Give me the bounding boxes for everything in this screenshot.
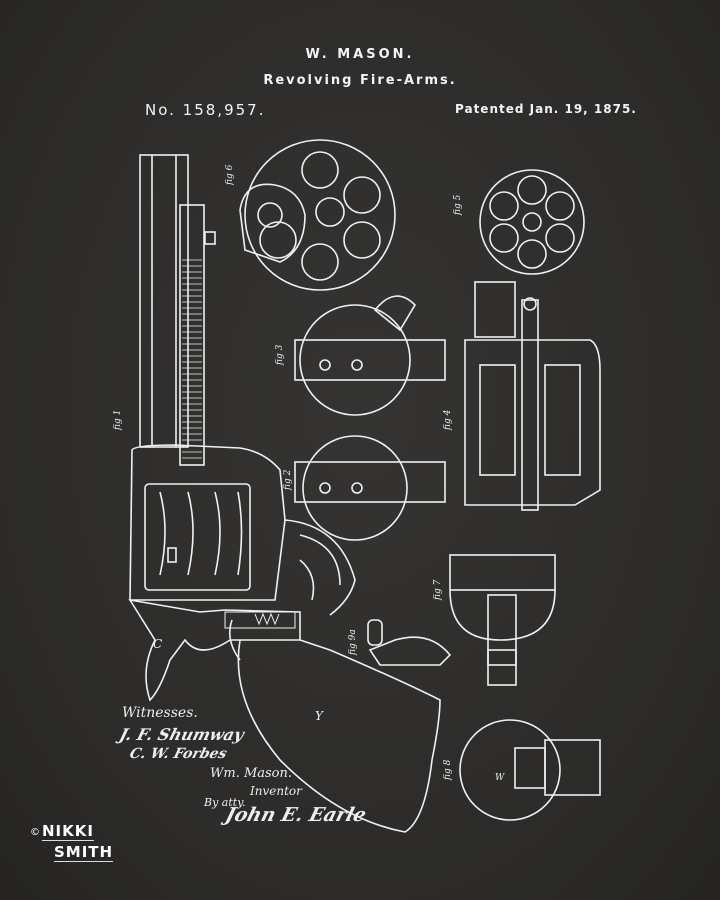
fig-7-label: fig 7 bbox=[433, 579, 443, 601]
by-attorney: By atty. bbox=[204, 796, 246, 809]
fig-6-label: fig 6 bbox=[225, 164, 235, 186]
fig-3-detail bbox=[294, 295, 446, 416]
patent-date: Patented Jan. 19, 1875. bbox=[455, 102, 637, 116]
fig-6-cylinder bbox=[239, 139, 396, 291]
witness-1-signature: J. F. Shumway bbox=[117, 725, 247, 744]
part-label-c: C bbox=[153, 637, 162, 651]
fig-2-detail bbox=[294, 435, 446, 541]
fig-1-revolver bbox=[128, 154, 441, 833]
witness-2-signature: C. W. Forbes bbox=[127, 746, 229, 762]
fig-4-label: fig 4 bbox=[443, 409, 453, 431]
attorney-signature: John E. Earle bbox=[223, 804, 369, 826]
fig-8-detail bbox=[459, 719, 601, 821]
patent-author: W. MASON. bbox=[305, 47, 415, 62]
watermark-line-1: NIKKI bbox=[42, 822, 94, 841]
fig-3-label: fig 3 bbox=[275, 344, 285, 366]
fig-1-label: fig 1 bbox=[113, 410, 123, 431]
inventor-name: Wm. Mason. bbox=[210, 766, 293, 781]
patent-number: No. 158,957. bbox=[145, 101, 266, 119]
fig-7-detail bbox=[449, 554, 556, 686]
fig-2-label: fig 2 bbox=[283, 469, 293, 491]
witnesses-label: Witnesses. bbox=[122, 705, 198, 721]
fig-9a-label: fig 9a bbox=[348, 629, 358, 656]
part-label-y: Y bbox=[315, 709, 324, 723]
fig-5-label: fig 5 bbox=[453, 194, 463, 216]
fig-9a-detail bbox=[367, 619, 452, 666]
part-label-w: W bbox=[495, 773, 505, 783]
watermark-line-2: SMITH bbox=[54, 843, 114, 862]
inventor-role: Inventor bbox=[250, 784, 302, 798]
copyright-symbol: © bbox=[30, 827, 40, 838]
fig-8-label: fig 8 bbox=[443, 759, 453, 781]
patent-title: Revolving Fire-Arms. bbox=[263, 73, 457, 88]
fig-4-section bbox=[464, 281, 601, 511]
fig-5-cylinder bbox=[479, 169, 585, 275]
